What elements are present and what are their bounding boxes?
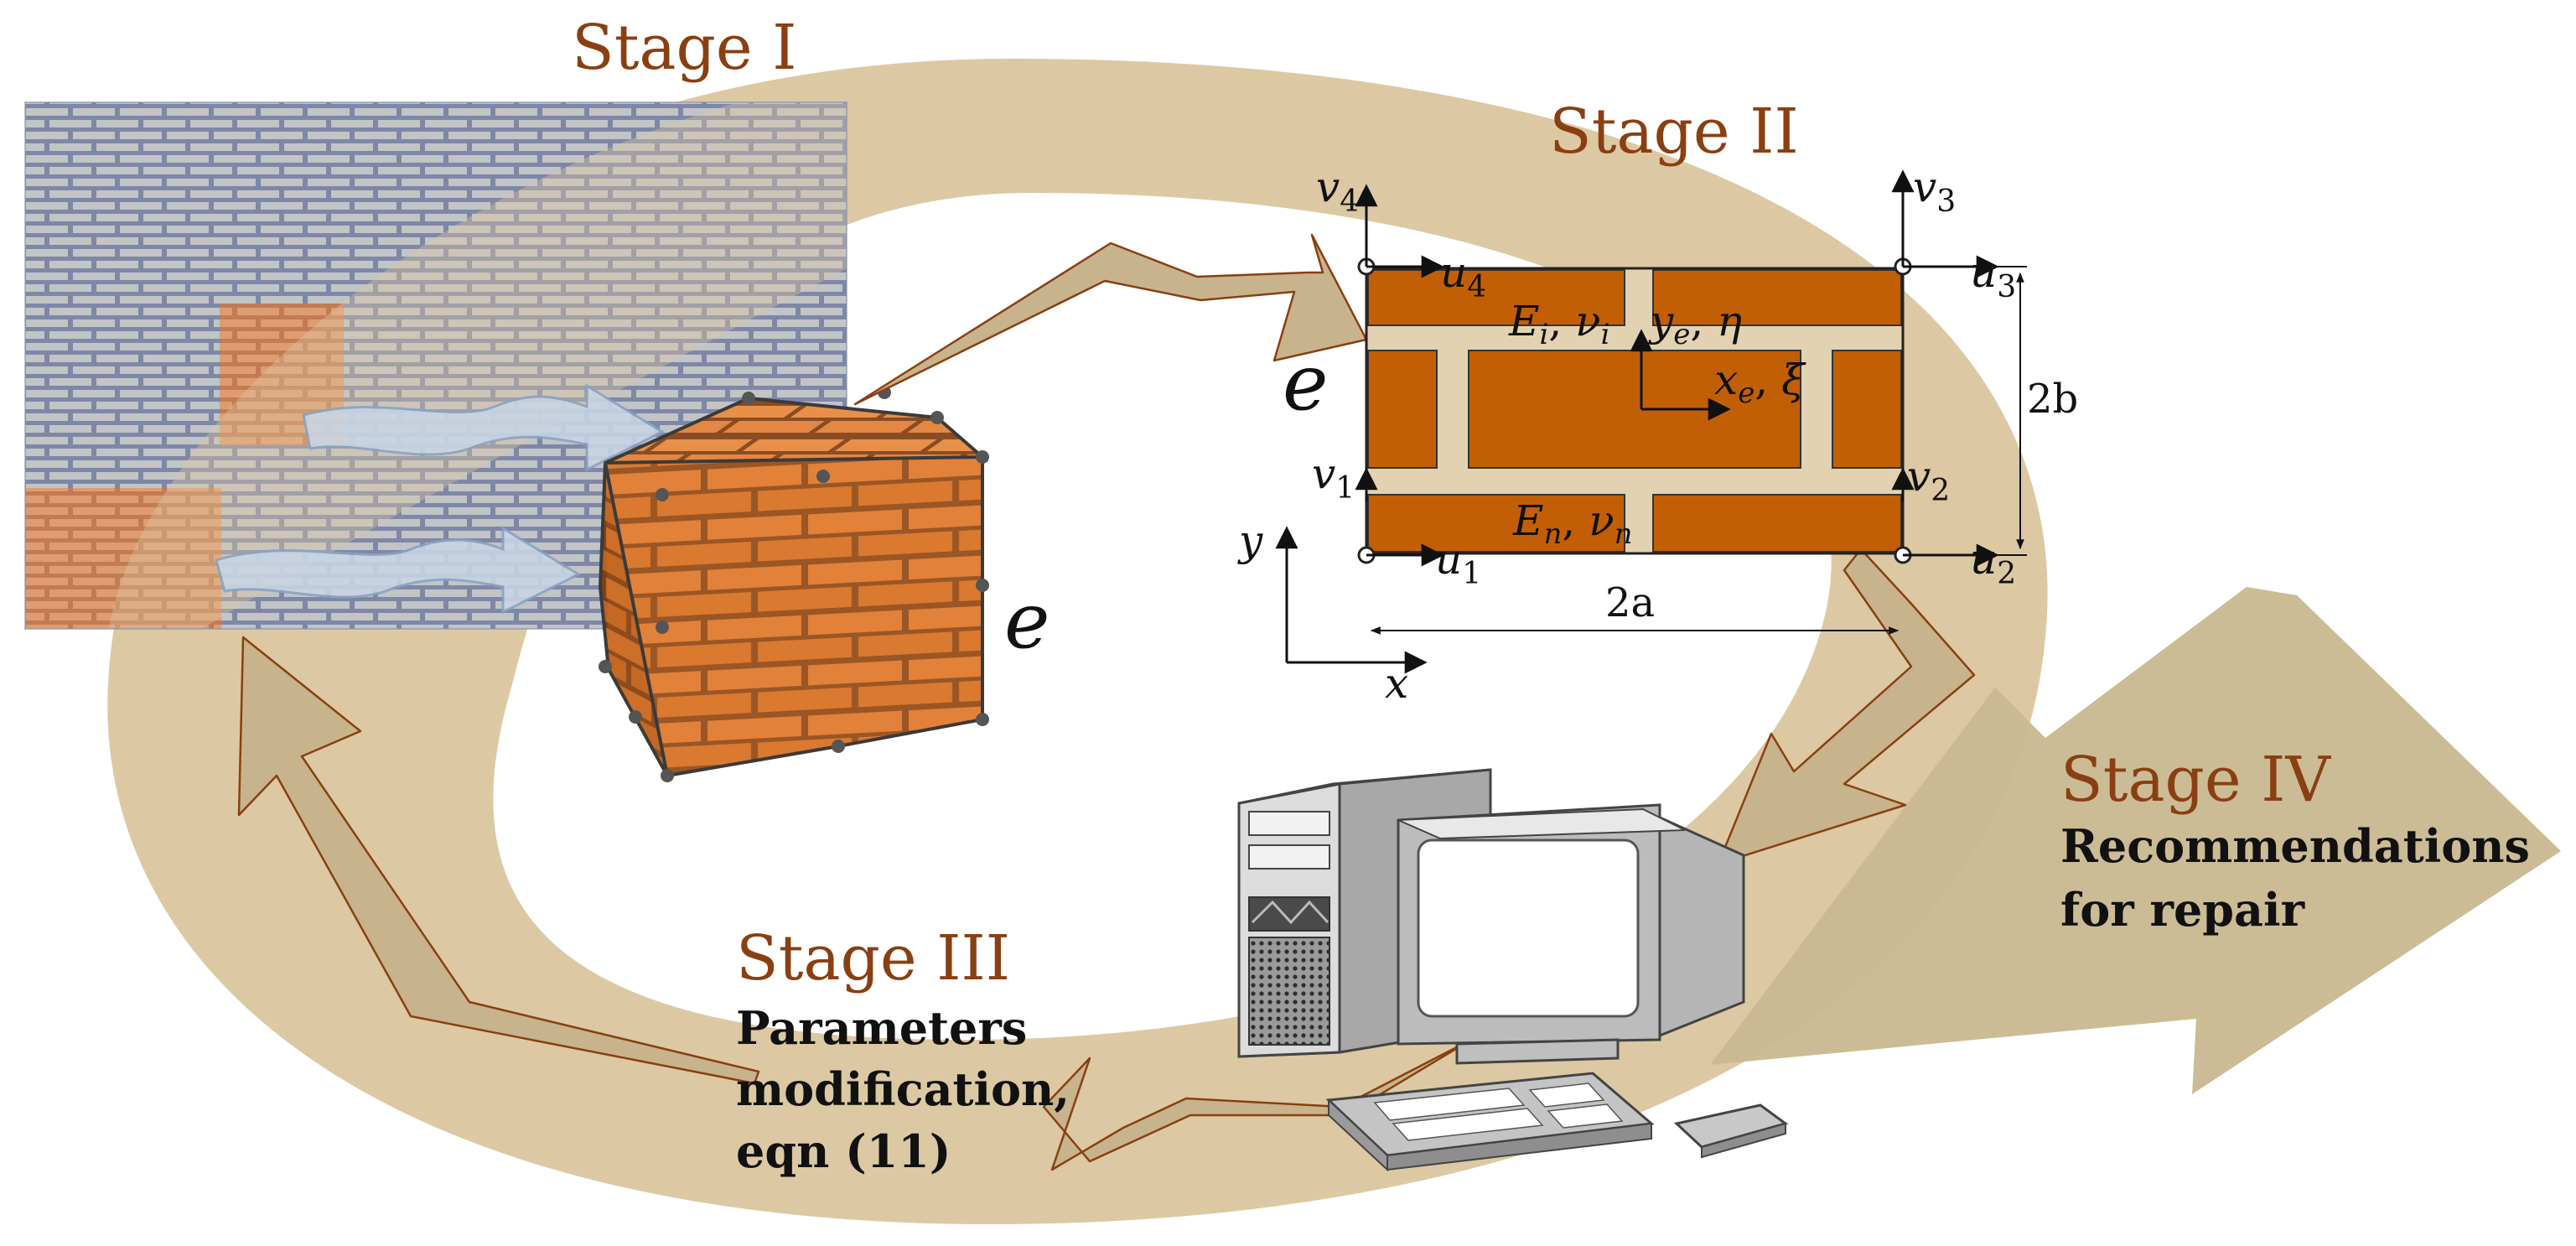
- extraction-arrows: [215, 383, 666, 615]
- material-outer-label: En, νn: [1512, 496, 1633, 551]
- dof-v1: v1: [1312, 449, 1355, 506]
- arrow-to-stage2: [853, 233, 1368, 406]
- finite-element: [1275, 169, 2027, 674]
- material-inner-label: Ei, νi: [1508, 297, 1609, 351]
- element-label: e: [1283, 338, 1328, 428]
- dof-v3: v3: [1913, 163, 1956, 219]
- dof-u4: u4: [1440, 248, 1486, 304]
- local-y-axis-label: ye, η: [1648, 297, 1742, 351]
- computer-icon: [1237, 768, 1789, 1172]
- stage2-title: Stage II: [1549, 96, 1799, 168]
- stage4-line-2: for repair: [2060, 883, 2305, 937]
- stage4-title: Stage IV: [2060, 744, 2331, 816]
- global-y-axis-label: y: [1237, 517, 1263, 565]
- dof-v2: v2: [1907, 452, 1950, 508]
- stage3-line-3: eqn (11): [736, 1124, 951, 1178]
- stage3-line-2: modification,: [736, 1062, 1070, 1116]
- stage4-exit-arrow: [1710, 587, 2561, 1094]
- damage-zone-lower: [25, 488, 221, 629]
- stage3-title: Stage III: [736, 922, 1010, 994]
- stage1-title: Stage I: [572, 12, 796, 84]
- global-x-axis-label: x: [1385, 659, 1408, 708]
- dof-v4: v4: [1316, 163, 1359, 219]
- arrow-to-stage3: [1042, 1038, 1473, 1171]
- arrow-back-to-stage1: [237, 636, 760, 1085]
- dof-u1: u1: [1435, 535, 1481, 591]
- local-x-axis-label: xe, ξ: [1714, 356, 1806, 410]
- dof-u3: u3: [1970, 248, 2016, 304]
- dimension-width-label: 2a: [1605, 579, 1655, 626]
- dof-u2: u2: [1970, 535, 2016, 591]
- stage4-line-1: Recommendations: [2060, 819, 2530, 873]
- masonry-cube-element: [599, 386, 989, 782]
- stage3-line-1: Parameters: [736, 1001, 1027, 1055]
- dimension-height-label: 2b: [2027, 376, 2078, 423]
- masonry-wall: [24, 101, 847, 630]
- cube-label: e: [1004, 576, 1050, 666]
